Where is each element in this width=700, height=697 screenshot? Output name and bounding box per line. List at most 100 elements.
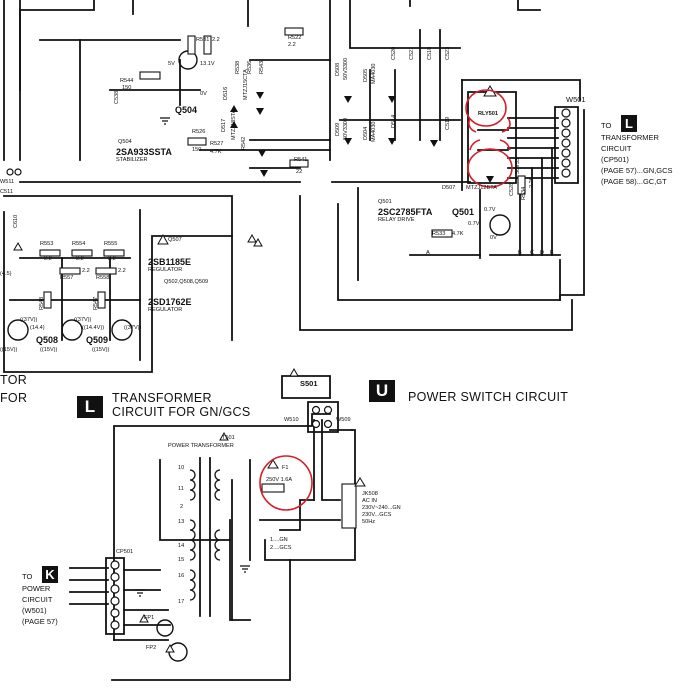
port-a: A [426, 250, 430, 256]
r531-label: R531 [196, 37, 210, 43]
r555-value: 2.2 [108, 256, 116, 262]
w501-label: W501 [566, 95, 586, 104]
r548-label: R548 [39, 296, 45, 310]
section-l-badge: L [77, 396, 103, 418]
pin-10: 10 [178, 465, 185, 471]
jk508-label: JK508 [362, 491, 378, 497]
r554-value: 2.2 [76, 256, 84, 262]
pin-11: 11 [178, 486, 184, 492]
voltage-144-b: ((14.4V)) [82, 325, 105, 331]
voltage-37v-c: ((37V)) [124, 325, 142, 331]
power-switch-title: POWER SWITCH CIRCUIT [408, 390, 569, 404]
to-power-line: POWER [22, 584, 51, 593]
r531-value: 2.2 [212, 37, 220, 43]
to-circuit-line-bottom: CIRCUIT [22, 595, 53, 604]
q509-label: Q509 [86, 335, 109, 345]
to-label-top: TO [601, 121, 612, 130]
r557-value: 2.2 [82, 268, 90, 274]
ac-voltage-gn: 230V~240...GN [362, 505, 401, 511]
r542-label: R542 [241, 136, 247, 150]
pin-14: 14 [178, 543, 185, 549]
q504-label: Q504 [175, 105, 198, 115]
r541-label: R541 [294, 157, 308, 163]
voltage-0v-b: 0V [490, 235, 497, 241]
c610-label: C610 [13, 214, 19, 228]
r522-label: R522 [288, 35, 302, 41]
d504-label: D504 [363, 126, 369, 140]
q501-function: RELAY DRIVE [378, 217, 415, 223]
section-k-marker: K [42, 566, 58, 583]
to-page57-line-bottom: (PAGE 57) [22, 617, 58, 626]
r547-label: R547 [93, 296, 99, 310]
voltage-15v-a: ((15V)) [0, 347, 18, 353]
voltage-37v-a: ((37V)) [20, 317, 38, 323]
r544-value: 150 [122, 85, 132, 91]
r538-label: R538 [235, 60, 241, 74]
r541-value: 22 [296, 169, 303, 175]
d509-label: D509 [335, 122, 341, 136]
ac-in-label: AC IN [362, 498, 377, 504]
r527-label: R527 [210, 141, 224, 147]
d516-label: D516 [223, 86, 229, 100]
voltage-144-a: (14.4) [30, 325, 45, 331]
fuse-f1-label: F1 [282, 465, 289, 471]
section-title-line2: CIRCUIT FOR GN/GCS [112, 405, 251, 419]
r534-label: R534 [521, 186, 527, 200]
d517-label: D517 [221, 118, 227, 132]
voltage-15v-c: ((15V)) [92, 347, 110, 353]
q507-designator: Q507 [168, 237, 182, 243]
d509-type: 50V3300 [343, 117, 349, 140]
fuse-f1-rating: 250V 1.6A [266, 477, 293, 483]
c511-label: C511 [0, 189, 13, 195]
c518-label: C518 [427, 46, 433, 60]
w509-label: W509 [336, 417, 351, 423]
port-c: C [530, 250, 535, 256]
to-page58-line: (PAGE 58)...GC,GT [601, 177, 667, 186]
pin-16: 16 [178, 573, 185, 579]
selector-note-gcs: 2....GCS [270, 545, 292, 551]
partial-label-tor: TOR [0, 373, 28, 387]
q507-type: 2SB1185E [148, 257, 192, 267]
r554-label: R554 [72, 241, 86, 247]
q-group-function: REGULATOR [148, 307, 183, 313]
r558-label: R558 [96, 275, 110, 281]
w510-label: W510 [284, 417, 299, 423]
ac-frequency: 50Hz [362, 519, 376, 525]
voltage-5v: 5V [168, 61, 175, 67]
c538-label: C538 [114, 90, 120, 104]
r527-value: 4.7K [210, 149, 222, 155]
section-u-badge: U [369, 380, 395, 402]
t501-label: T501 [222, 435, 235, 441]
partial-label-for: FOR [0, 391, 28, 405]
c521-label: C521 [409, 46, 415, 60]
pin-15: 15 [178, 557, 185, 563]
to-w501-line: (W501) [22, 606, 47, 615]
r553-label: R553 [40, 241, 54, 247]
to-cp501-line: (CP501) [601, 155, 629, 164]
c520-label: C520 [391, 46, 397, 60]
pin-13: 13 [178, 519, 185, 525]
c528-value: 50V33 [515, 158, 521, 174]
cp501-label: CP501 [116, 549, 134, 555]
port-e: E [550, 250, 554, 256]
to-page57-line: (PAGE 57)...GN,GCS [601, 166, 673, 175]
r526-value: 150 [192, 147, 202, 153]
r558-value: 2.2 [118, 268, 126, 274]
w511-label: W511 [0, 179, 15, 185]
d507-label: D507 [442, 185, 456, 191]
selector-note-gn: 1....GN [270, 537, 288, 543]
fp1-label: FP1 [144, 615, 155, 621]
r555-label: R555 [104, 241, 118, 247]
d505-type: MA4030 [371, 63, 377, 85]
port-d: D [540, 250, 545, 256]
voltage-37v-b: ((37V)) [74, 317, 92, 323]
r544-label: R544 [120, 78, 134, 84]
rly501-label: RLY501 [478, 111, 499, 117]
r522-value: 2.2 [288, 42, 296, 48]
r553-value: 2.2 [44, 256, 52, 262]
fp2-label: FP2 [146, 645, 157, 651]
c519-label: C519 [445, 116, 451, 130]
d508-label: D508 [335, 62, 341, 76]
to-transformer-line: TRANSFORMER [601, 133, 659, 142]
